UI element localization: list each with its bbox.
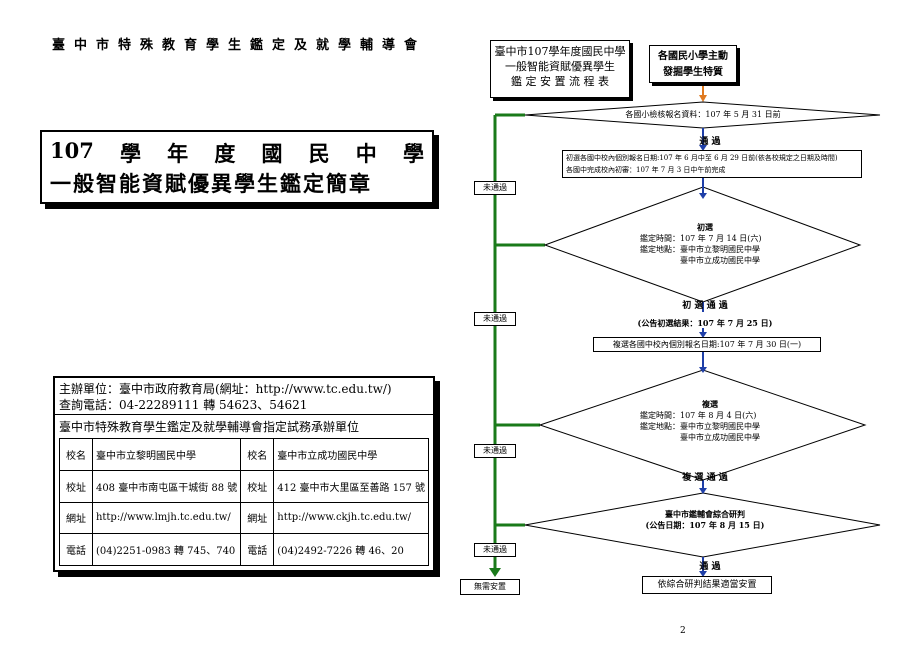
- down-arrow-icon: [699, 571, 707, 577]
- d1-label: 各國小檢核報名資料：107 年 5 月 31 日前: [625, 110, 781, 119]
- pass-label: 通 過: [699, 562, 721, 572]
- fail-badge: 未通過: [474, 312, 516, 326]
- none-box: 無需安置: [460, 579, 520, 595]
- flow-title-box: 臺中市107學年度國民中學 一般智能資賦優異學生 鑑 定 安 置 流 程 表: [490, 40, 630, 98]
- title-word: 中: [355, 141, 377, 166]
- table-row: 校址 408 臺中市南屯區干城街 88 號 校址 412 臺中市大里區至善路 1…: [59, 469, 429, 503]
- organization-header: 臺中市特殊教育學生鑑定及就學輔導會: [52, 38, 427, 53]
- start-box: 各國民小學主動 發掘學生特質: [649, 45, 737, 83]
- title-word: 學: [402, 141, 424, 166]
- diamond-d4: [524, 492, 881, 558]
- title-word: 年: [167, 141, 189, 166]
- page-number: 2: [680, 626, 686, 636]
- title-word: 107: [50, 138, 94, 163]
- down-arrow-icon: [699, 95, 707, 102]
- down-arrow-icon: [699, 332, 707, 338]
- d4-label: 臺中市鑑輔會綜合研判 (公告日期：107 年 8 月 15 日): [645, 509, 765, 530]
- table-row: 電話 (04)2251-0983 轉 745、740 電話 (04)2492-7…: [59, 533, 429, 566]
- fail-badge: 未通過: [474, 444, 516, 458]
- fail-badge: 未通過: [474, 543, 516, 557]
- diamond-d2: [543, 186, 862, 303]
- title-word: 度: [214, 141, 236, 166]
- title-box: 107 學 年 度 國 民 中 學 一般智能資賦優異學生鑑定簡章: [40, 130, 434, 204]
- d2-label: 初選 鑑定時間：107 年 7 月 14 日(六) 鑑定地點：臺中市立黎明國民中…: [640, 222, 762, 265]
- fail-badge: 未通過: [474, 181, 516, 195]
- designated-line: 臺中市特殊教育學生鑑定及就學輔導會指定試務承辦單位: [59, 420, 360, 434]
- diamond-d1: [524, 101, 881, 129]
- d3-label: 複選 鑑定時間：107 年 8 月 4 日(六) 鑑定地點：臺中市立黎明國民中學…: [640, 399, 760, 442]
- down-arrow-icon: [699, 367, 707, 373]
- title-line-2: 一般智能資賦優異學生鑑定簡章: [50, 171, 372, 196]
- phone-line: 查詢電話：04-22289111 轉 54623、54621: [59, 398, 308, 412]
- pass-label: 複 選 通 過: [682, 473, 728, 483]
- down-arrow-icon: [699, 145, 707, 151]
- info-box: 主辦單位：臺中市政府教育局(網址：http://www.tc.edu.tw/) …: [53, 376, 435, 572]
- final-box: 依綜合研判結果適當安置: [642, 576, 772, 594]
- table-row: 網址 http://www.lmjh.tc.edu.tw/ 網址 http://…: [59, 501, 429, 535]
- pass-label: 初 選 通 過: [682, 301, 728, 311]
- down-arrow-icon: [699, 488, 707, 494]
- diamond-d3: [538, 369, 867, 481]
- title-word: 國: [261, 141, 283, 166]
- schools-table: 校名 臺中市立黎明國民中學 校名 臺中市立成功國民中學 校址 408 臺中市南屯…: [59, 438, 429, 566]
- pass-label: 通 過: [699, 137, 721, 147]
- title-word: 學: [120, 141, 141, 166]
- box1: 初選各國中校內個別報名日期:107 年 6 月中至 6 月 29 日前(依各校規…: [562, 150, 862, 178]
- title-word: 民: [308, 141, 330, 166]
- divider: [55, 414, 433, 415]
- title-line-1: 107 學 年 度 國 民 中 學: [50, 138, 424, 168]
- down-arrow-icon: [699, 193, 707, 199]
- organizer-line: 主辦單位：臺中市政府教育局(網址：http://www.tc.edu.tw/): [59, 382, 392, 396]
- box2: 複選各國中校內個別報名日期:107 年 7 月 30 日(一): [593, 337, 821, 352]
- down-arrow-icon: [489, 568, 501, 577]
- announce-label: (公告初選結果：107 年 7 月 25 日): [637, 318, 773, 328]
